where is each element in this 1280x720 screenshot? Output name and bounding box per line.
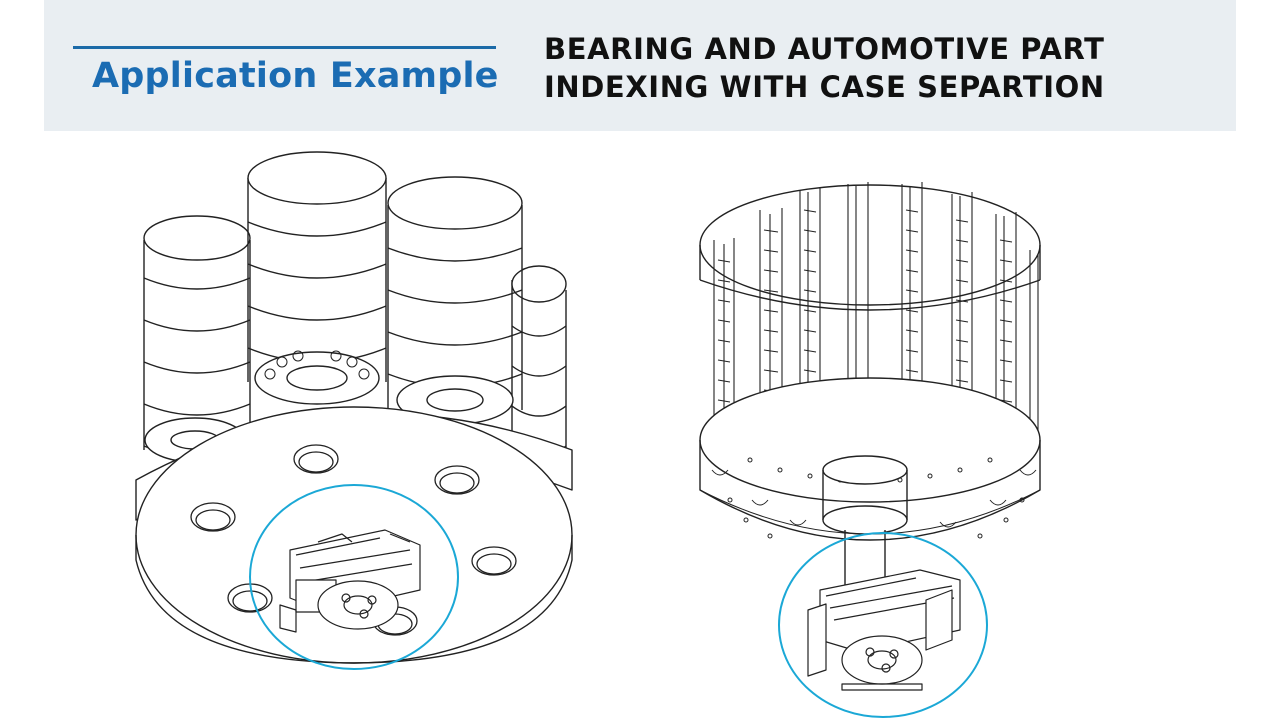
highlight-circle-right [778, 532, 988, 718]
carousel-indexer-illustration [690, 170, 1080, 718]
bearing-stack-center [247, 151, 387, 405]
bearing-stack-back-left [143, 215, 251, 458]
highlight-circle-left [249, 484, 459, 670]
subtitle-line-1: BEARING AND AUTOMOTIVE PART [544, 32, 1105, 66]
index-plate [135, 406, 573, 664]
magazine-columns [713, 182, 1039, 440]
bearing-stack-back-right [511, 265, 567, 460]
subtitle-line-2: INDEXING WITH CASE SEPARTION [544, 70, 1105, 104]
header-band [44, 0, 1236, 131]
bearing-indexer-illustration [120, 150, 590, 685]
carousel-top-ring [699, 184, 1041, 311]
carousel-base-plate [699, 377, 1041, 541]
page-title: Application Example [92, 56, 499, 96]
indexing-unit-left [279, 529, 421, 633]
indexing-unit-right [807, 569, 961, 691]
page-subtitle: BEARING AND AUTOMOTIVE PART INDEXING WIT… [544, 30, 1105, 106]
bearing-stack-right [387, 176, 523, 425]
center-hub [822, 455, 908, 590]
title-underline [73, 46, 496, 49]
